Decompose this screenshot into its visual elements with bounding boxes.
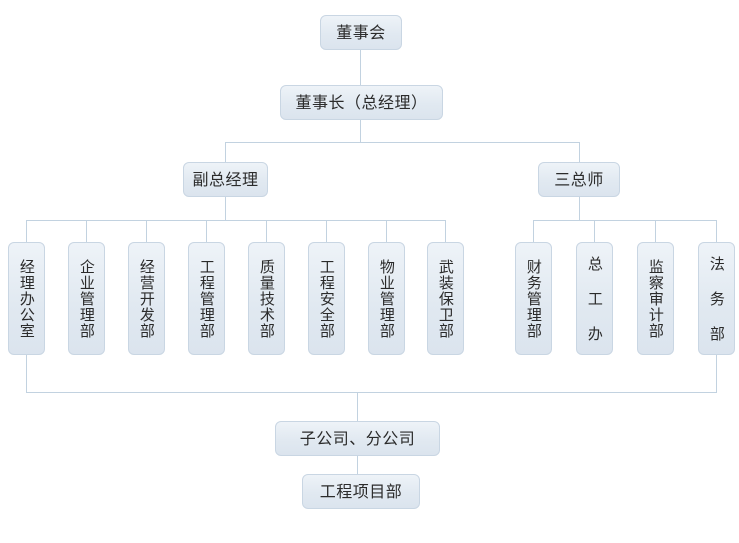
node-board-of-directors[interactable]: 董事会 — [320, 15, 402, 50]
connector-level3-bar — [225, 142, 580, 143]
node-dept-enterprise-management[interactable]: 企业管理部 — [68, 242, 105, 355]
connector-to-chief-engineers — [579, 142, 580, 162]
connector-drop-dept-12 — [716, 220, 717, 242]
connector-right-departments-bar — [533, 220, 717, 221]
connector-drop-dept-1 — [26, 220, 27, 242]
node-three-chief-engineers[interactable]: 三总师 — [538, 162, 620, 197]
connector-bottom-bar — [26, 392, 717, 393]
connector-chairman-down — [360, 120, 361, 142]
node-dept-supervision-audit[interactable]: 监察审计部 — [637, 242, 674, 355]
connector-to-deputy-gm — [225, 142, 226, 162]
node-dept-legal-affairs[interactable]: 法 务 部 — [698, 242, 735, 355]
connector-drop-dept-10 — [594, 220, 595, 242]
connector-drop-dept-11 — [655, 220, 656, 242]
connector-bottom-right-riser — [716, 355, 717, 392]
node-dept-property-management[interactable]: 物业管理部 — [368, 242, 405, 355]
connector-board-to-chairman — [360, 50, 361, 85]
node-dept-armed-security[interactable]: 武装保卫部 — [427, 242, 464, 355]
node-dept-financial-management[interactable]: 财务管理部 — [515, 242, 552, 355]
node-dept-business-development[interactable]: 经营开发部 — [128, 242, 165, 355]
node-engineering-project-department[interactable]: 工程项目部 — [302, 474, 420, 509]
node-subsidiaries-branches[interactable]: 子公司、分公司 — [275, 421, 440, 456]
node-dept-chief-engineer-office[interactable]: 总 工 办 — [576, 242, 613, 355]
connector-drop-dept-3 — [146, 220, 147, 242]
connector-left-departments-bar — [26, 220, 445, 221]
node-dept-managers-office[interactable]: 经理办公室 — [8, 242, 45, 355]
connector-drop-dept-8 — [445, 220, 446, 242]
node-chairman-general-manager[interactable]: 董事长（总经理） — [280, 85, 443, 120]
connector-drop-dept-9 — [533, 220, 534, 242]
connector-chief-engineers-down — [579, 197, 580, 220]
connector-drop-dept-6 — [326, 220, 327, 242]
connector-drop-dept-4 — [206, 220, 207, 242]
node-dept-engineering-safety[interactable]: 工程安全部 — [308, 242, 345, 355]
node-dept-engineering-management[interactable]: 工程管理部 — [188, 242, 225, 355]
connector-subsidiaries-to-projects — [357, 456, 358, 474]
node-dept-quality-technology[interactable]: 质量技术部 — [248, 242, 285, 355]
connector-bottom-to-subsidiaries — [357, 392, 358, 421]
node-deputy-general-manager[interactable]: 副总经理 — [183, 162, 268, 197]
connector-drop-dept-5 — [266, 220, 267, 242]
connector-bottom-left-riser — [26, 355, 27, 392]
connector-deputy-gm-down — [225, 197, 226, 220]
connector-drop-dept-2 — [86, 220, 87, 242]
connector-drop-dept-7 — [386, 220, 387, 242]
